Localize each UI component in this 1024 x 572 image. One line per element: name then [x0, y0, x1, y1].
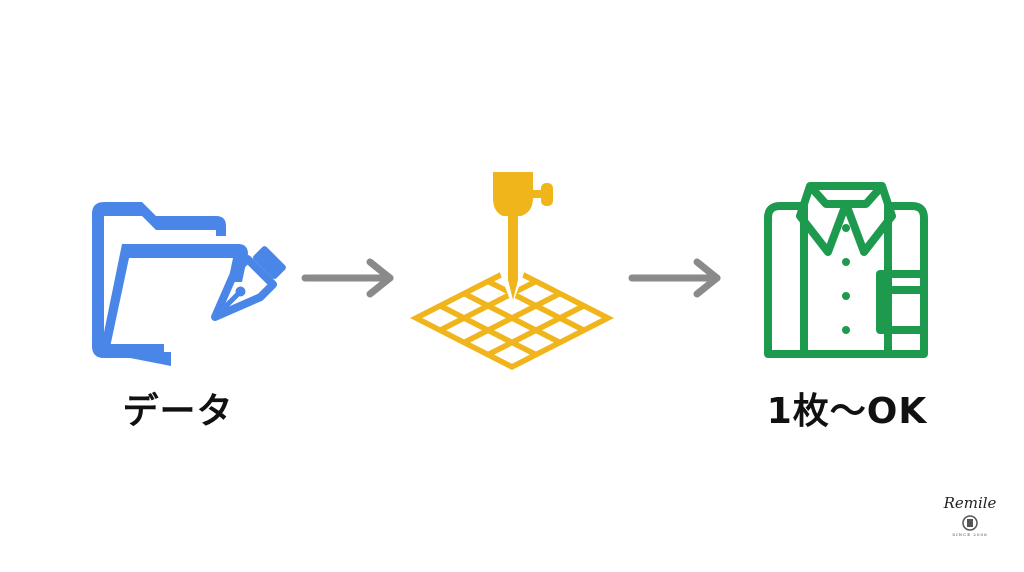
folder-pen-icon	[92, 202, 286, 366]
shirt-icon	[764, 182, 928, 358]
logo-since: SINCE 2006	[952, 532, 988, 537]
arrow-right-icon	[301, 258, 394, 298]
logo-name: Remile	[943, 494, 997, 512]
crest-icon	[962, 515, 978, 531]
step-label-one-piece-ok: 1枚〜OK	[766, 391, 928, 432]
arrow-right-icon	[628, 258, 721, 298]
step-label-data: データ	[122, 391, 234, 432]
brand-logo: Remile SINCE 2006	[930, 494, 1010, 537]
embroidery-needle-icon	[410, 172, 614, 370]
